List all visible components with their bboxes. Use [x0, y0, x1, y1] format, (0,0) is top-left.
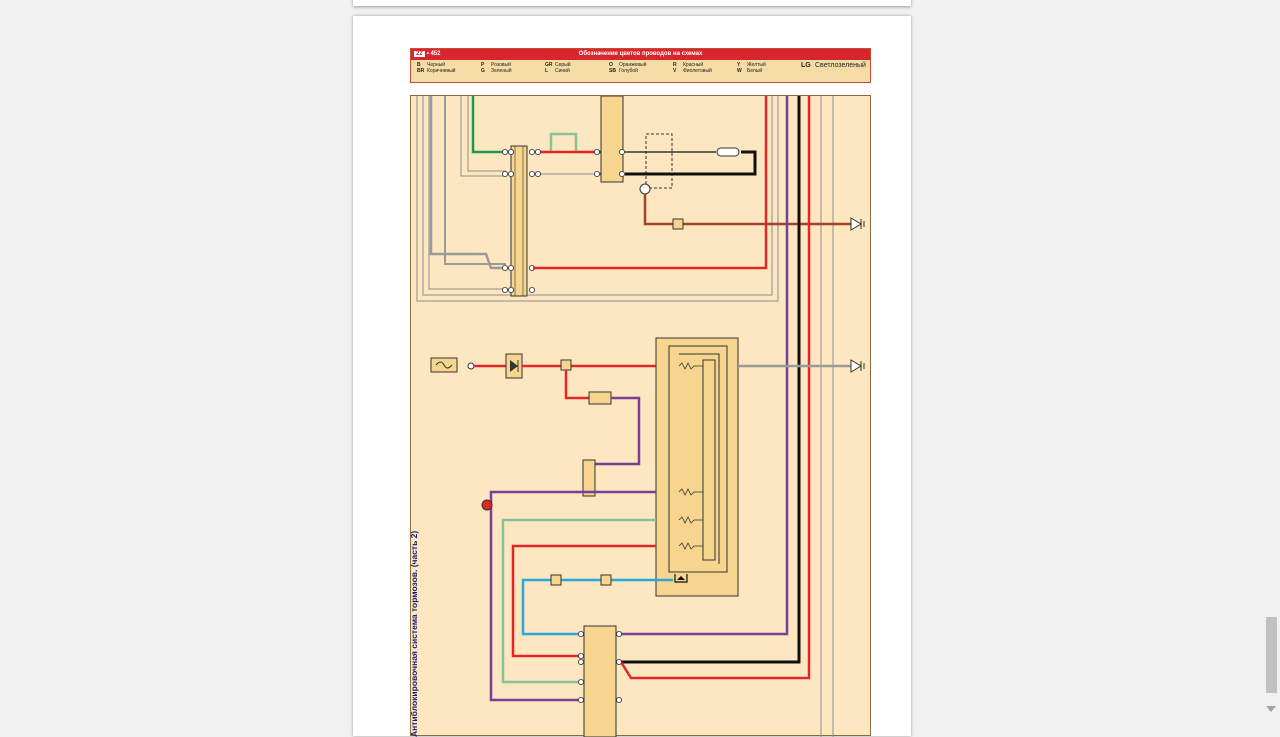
scroll-down-arrow-icon[interactable]: [1266, 706, 1276, 712]
page-number: 22• 452: [414, 51, 441, 57]
header-title: Обозначение цветов проводов на схемах: [578, 51, 703, 57]
vertical-scrollbar[interactable]: [1264, 0, 1280, 720]
wire-color-legend-header: 22• 452 Обозначение цветов проводов на с…: [410, 48, 871, 83]
document-page: 22• 452 Обозначение цветов проводов на с…: [353, 16, 911, 737]
previous-page-edge: [353, 0, 911, 6]
header-bar: 22• 452 Обозначение цветов проводов на с…: [411, 49, 870, 60]
wiring-diagram-svg: [416, 96, 865, 737]
diagram-caption: Антиблокировочная система тормозов. (час…: [409, 530, 419, 737]
wiring-diagram: Антиблокировочная система тормозов. (час…: [409, 95, 871, 737]
scrollbar-thumb[interactable]: [1266, 617, 1277, 693]
